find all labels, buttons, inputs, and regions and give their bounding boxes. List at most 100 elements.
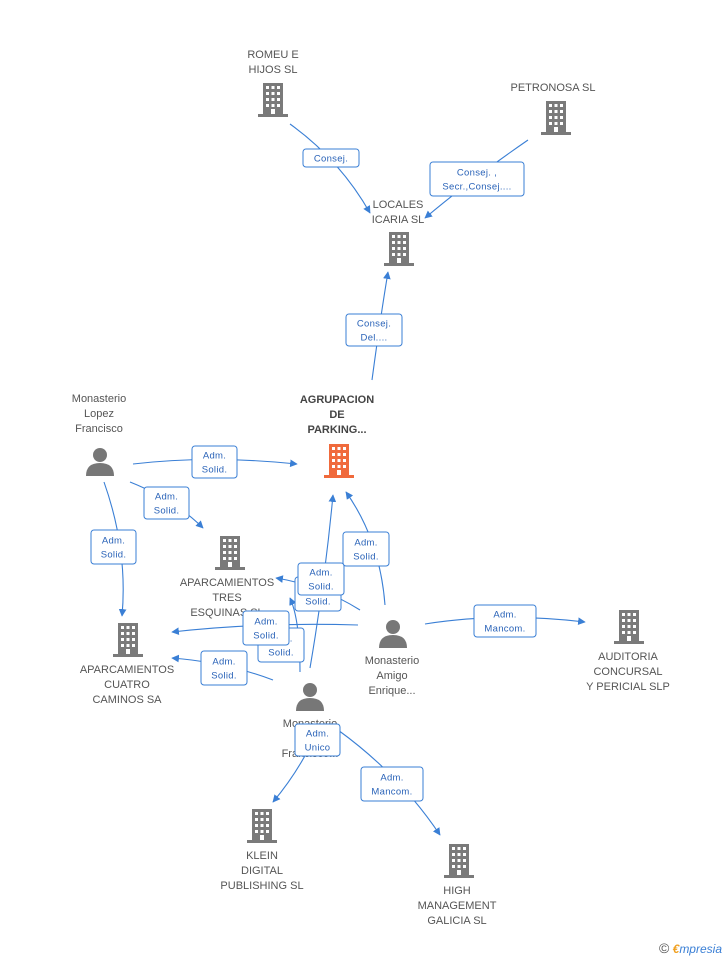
relation-label-text: Solid. [154,506,180,517]
relation-label[interactable]: Adm. Solid. [191,445,238,479]
relation-label-text: Adm. [254,617,277,628]
relation-label-box [345,313,403,347]
relation-label[interactable]: Adm. Solid. [342,531,390,567]
relation-label-text: Adm. [203,451,226,462]
relation-label-box [200,650,248,686]
relation-label-text: Consej. , [457,168,497,179]
node-label-line: Francisco [75,423,123,435]
node-cuatro[interactable] [113,623,143,657]
relation-label[interactable]: Adm. Mancom. [473,604,537,638]
building-icon [541,101,571,135]
node-label-line: MANAGEMENT [418,900,497,912]
relation-label-box [360,766,424,802]
relation-label-text: Unico [305,743,331,754]
relation-label-text: Adm. [493,610,516,621]
relation-label-text: Adm. [306,729,329,740]
building-icon [614,610,644,644]
building-icon [324,444,354,478]
node-romeu[interactable] [258,83,288,117]
node-label-line: Amigo [376,670,407,682]
relation-label[interactable]: Adm.Solid. [90,529,137,565]
relation-label-text: Adm. [212,657,235,668]
node-locales[interactable] [384,232,414,266]
person-icon [86,448,114,476]
relation-label-text: Adm. [309,568,332,579]
relation-label-box [342,531,390,567]
relation-label[interactable]: Adm. Mancom. [360,766,424,802]
node-label-line: KLEIN [246,850,278,862]
node-label-line: TRES [212,592,241,604]
node-label-line: CONCURSAL [593,666,662,678]
node-cuatro-label: APARCAMIENTOS CUATRO CAMINOS SA [80,664,174,706]
relation-labels: Consej. Consej. , Secr.,Consej.... Consej… [90,148,537,802]
node-lopez[interactable] [86,448,114,476]
relation-label[interactable]: Consej. , Secr.,Consej.... [429,161,525,197]
node-high[interactable] [444,844,474,878]
relation-label-box [90,529,137,565]
building-icon [113,623,143,657]
relation-label-text: Solid. [202,465,228,476]
node-label-line: APARCAMIENTOS [180,577,274,589]
relation-label-box [429,161,525,197]
relation-label-box [302,148,360,168]
relation-label-text: Adm. [102,536,125,547]
relation-label-text: Adm. [354,538,377,549]
relation-label[interactable]: Consej. Del.... [345,313,403,347]
relation-label-text: Adm. [155,492,178,503]
relation-label[interactable]: Adm. Solid. [200,650,248,686]
relation-label-text: Solid. [268,648,294,659]
building-icon [215,536,245,570]
node-label-line: Lopez [84,408,114,420]
node-label-line: Monasterio [365,655,419,667]
node-agrupacion[interactable] [324,444,354,478]
building-icon [444,844,474,878]
relation-label[interactable]: Adm. Unico [294,723,341,757]
brand-footer: © €mpresia [659,940,722,956]
node-label-line: APARCAMIENTOS [80,664,174,676]
copyright-icon: © [658,940,670,956]
edges [103,123,586,836]
node-klein[interactable] [247,809,277,843]
node-label-line: CAMINOS SA [92,694,162,706]
relation-label-box [473,604,537,638]
node-label-line: AGRUPACION [300,394,374,406]
node-label-line: PARKING... [307,424,366,436]
node-label-line: GALICIA SL [427,915,486,927]
relation-label-text: Secr.,Consej.... [442,182,511,193]
relation-label-text: Mancom. [484,624,525,635]
relation-label-text: Solid. [305,597,331,608]
relation-label-text: Solid. [353,552,379,563]
relation-label-text: Solid. [211,671,237,682]
relation-label-text: Adm. [380,773,403,784]
node-amigofr[interactable] [296,683,324,711]
node-enrique[interactable] [379,620,407,648]
building-icon [247,809,277,843]
node-label-line: ROMEU E [247,49,298,61]
node-petronosa[interactable] [541,101,571,135]
node-label-line: PUBLISHING SL [220,880,303,892]
relation-label-box [297,562,345,596]
person-icon [379,620,407,648]
relation-label[interactable]: Adm.Solid. [242,610,290,646]
node-label-line: LOCALES [373,199,424,211]
node-high-label: HIGH MANAGEMENT GALICIA SL [418,885,497,927]
relation-label-text: Mancom. [371,787,412,798]
relation-label-text: Del.... [361,333,388,344]
relation-label-box [242,610,290,646]
node-tres[interactable] [215,536,245,570]
node-label-line: Monasterio [72,393,126,405]
node-label-line: CUATRO [104,679,150,691]
relation-label[interactable]: Consej. [302,148,360,168]
relation-label[interactable]: Adm. Solid. [143,486,190,520]
node-petronosa-label: PETRONOSA SL [511,82,596,94]
node-label-line: HIGH [443,885,471,897]
node-auditoria[interactable] [614,610,644,644]
relation-label[interactable]: Adm.Solid. [297,562,345,596]
node-label-line: AUDITORIA [598,651,658,663]
node-label-line: Enrique... [368,685,415,697]
relation-label-text: Consej. [357,319,391,330]
